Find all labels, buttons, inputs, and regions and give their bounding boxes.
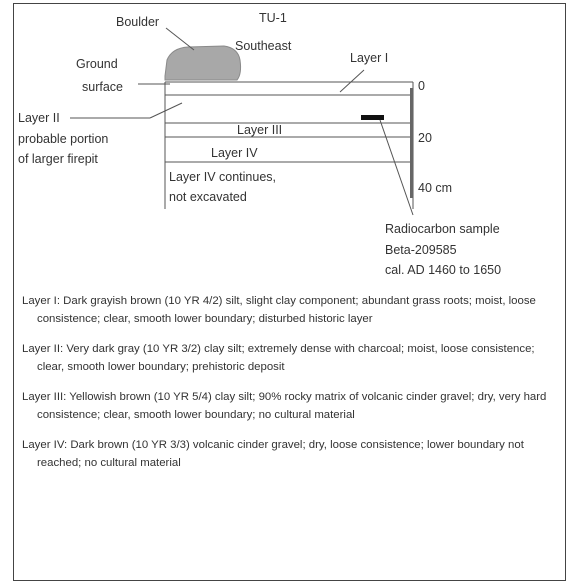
layer2-label-line2: probable portion bbox=[18, 132, 108, 146]
depth-scale-bar bbox=[410, 88, 413, 198]
layer4-description: Layer IV: Dark brown (10 YR 3/3) volcani… bbox=[22, 439, 524, 469]
scale-label-20: 20 bbox=[418, 131, 432, 145]
layer2-label-line1: Layer II bbox=[18, 111, 60, 125]
boulder-shape bbox=[164, 45, 242, 81]
layer2-leader-line-2 bbox=[149, 102, 183, 119]
continues-label-line1: Layer IV continues, bbox=[169, 170, 276, 184]
radiocarbon-sample-marker bbox=[361, 115, 384, 120]
sample-leader-line bbox=[379, 119, 414, 216]
layer3-description: Layer III: Yellowish brown (10 YR 5/4) c… bbox=[22, 391, 547, 421]
sample-label-line1: Radiocarbon sample bbox=[385, 222, 500, 236]
layer4-label: Layer IV bbox=[211, 146, 258, 160]
ground-label-line2: surface bbox=[82, 80, 123, 94]
unit-title: TU-1 bbox=[259, 11, 287, 25]
sample-label-line2: Beta-209585 bbox=[385, 243, 457, 257]
layer1-label: Layer I bbox=[350, 51, 388, 65]
sample-label-line3: cal. AD 1460 to 1650 bbox=[385, 263, 501, 277]
layer3-label: Layer III bbox=[237, 123, 282, 137]
boulder-label: Boulder bbox=[116, 15, 159, 29]
ground-label-line1: Ground bbox=[76, 57, 118, 71]
scale-label-40: 40 cm bbox=[418, 181, 452, 195]
soil-profile-diagram: TU-1 Southeast Boulder Ground surface La… bbox=[18, 11, 501, 277]
figure-frame bbox=[13, 3, 566, 581]
layer1-leader-line bbox=[339, 69, 365, 93]
continues-label-line2: not excavated bbox=[169, 190, 247, 204]
layer2-label-line3: of larger firepit bbox=[18, 152, 98, 166]
scale-label-0: 0 bbox=[418, 79, 425, 93]
layer-descriptions: Layer I: Dark grayish brown (10 YR 4/2) … bbox=[22, 293, 562, 485]
layer2-description: Layer II: Very dark gray (10 YR 3/2) cla… bbox=[22, 343, 535, 373]
unit-subtitle: Southeast bbox=[235, 39, 292, 53]
layer1-description: Layer I: Dark grayish brown (10 YR 4/2) … bbox=[22, 295, 536, 325]
boulder-leader-line bbox=[165, 27, 195, 51]
